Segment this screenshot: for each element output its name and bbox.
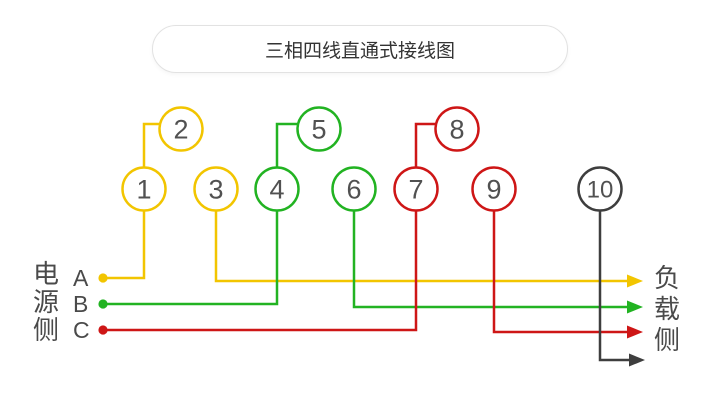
wire-phase-c-load — [492, 189, 628, 334]
diagram-title: 三相四线直通式接线图 — [264, 40, 455, 62]
wire-phase-b-load — [352, 189, 628, 309]
load-label-char-1: 负 — [654, 263, 681, 293]
terminal-number-3: 3 — [208, 175, 223, 205]
source-label-char-2: 源 — [33, 287, 60, 317]
source-side-label: 电 源 侧 — [33, 260, 59, 344]
terminal-circle-1 — [121, 166, 167, 212]
terminal-circle-2 — [158, 106, 204, 152]
wire-phase-a-load — [214, 189, 628, 283]
phase-label-a: A — [73, 265, 89, 291]
terminal-number-7: 7 — [408, 175, 423, 205]
terminal-circle-9 — [471, 166, 517, 212]
terminal-number-1: 1 — [136, 175, 151, 205]
source-label-char-1: 电 — [33, 259, 60, 289]
wire-neutral-load — [598, 189, 630, 362]
terminal-circle-4 — [254, 166, 300, 212]
source-label-char-3: 侧 — [33, 315, 60, 345]
terminal-number-4: 4 — [269, 175, 284, 205]
wire-phase-a-source — [103, 189, 146, 280]
phase-label-b: B — [73, 291, 89, 317]
terminal-number-9: 9 — [486, 175, 501, 205]
wire-neutral-load-arrowhead — [629, 353, 645, 367]
wire-phase-a-source-dot — [98, 273, 108, 283]
terminal-number-8: 8 — [449, 115, 464, 145]
terminal-number-5: 5 — [311, 115, 326, 145]
terminal-number-2: 2 — [173, 115, 188, 145]
wire-phase-b-source-dot — [98, 299, 108, 309]
wire-phase-c-source — [103, 189, 418, 332]
wire-phase-c-load-arrowhead — [627, 325, 643, 339]
terminal-circle-10 — [577, 166, 623, 212]
wire-phase-c-source-dot — [98, 325, 108, 335]
terminal-circle-7 — [393, 166, 439, 212]
load-label-char-2: 载 — [654, 294, 681, 324]
wire-phase-b-load-arrowhead — [627, 300, 643, 314]
phase-label-c: C — [73, 317, 90, 343]
wire-phase-b-source — [103, 189, 279, 306]
terminal-number-10: 10 — [587, 177, 614, 204]
load-label-char-3: 侧 — [654, 325, 681, 355]
phase-labels: A B C — [73, 265, 90, 343]
wire-phase-a-load-arrowhead — [627, 274, 643, 288]
terminal-circle-6 — [331, 166, 377, 212]
terminal-circle-5 — [296, 106, 342, 152]
load-side-label: 负 载 侧 — [654, 263, 680, 356]
terminal-number-6: 6 — [346, 175, 361, 205]
title-pill: 三相四线直通式接线图 — [152, 25, 568, 73]
terminal-circle-8 — [434, 106, 480, 152]
terminal-circle-3 — [193, 166, 239, 212]
